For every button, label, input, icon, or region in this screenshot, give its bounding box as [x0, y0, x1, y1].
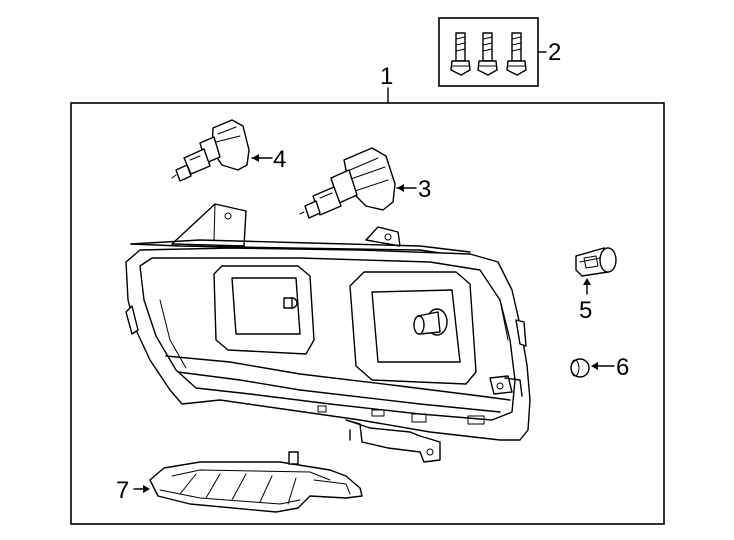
part-7-lamp[interactable]: 7 [116, 451, 363, 513]
assembly-frame [70, 102, 665, 525]
bolt-icon [506, 32, 527, 76]
headlamp-assembly[interactable] [125, 203, 531, 463]
halogen-bulb-icon [299, 147, 396, 219]
callout-5-label: 5 [579, 297, 592, 324]
small-bulb-icon [570, 358, 590, 378]
part-4-bulb[interactable]: 4 [171, 119, 286, 182]
callout-1-label: 1 [380, 63, 393, 90]
callout-2-label: 2 [548, 39, 561, 66]
halogen-bulb-icon [171, 119, 250, 182]
callout-6-label: 6 [616, 354, 629, 381]
callout-1[interactable]: 1 [380, 63, 393, 104]
bolt-icon [450, 32, 471, 76]
part-2-bolts[interactable]: 2 [438, 17, 561, 87]
part-5-bulb[interactable]: 5 [575, 247, 617, 324]
part-6-bulb[interactable]: 6 [570, 354, 629, 381]
callout-3-label: 3 [418, 176, 431, 203]
wedge-bulb-icon [575, 247, 617, 277]
part-3-bulb[interactable]: 3 [299, 147, 431, 219]
callout-4-label: 4 [273, 146, 286, 173]
callout-7-label: 7 [116, 477, 129, 504]
bolt-icon [477, 32, 498, 76]
